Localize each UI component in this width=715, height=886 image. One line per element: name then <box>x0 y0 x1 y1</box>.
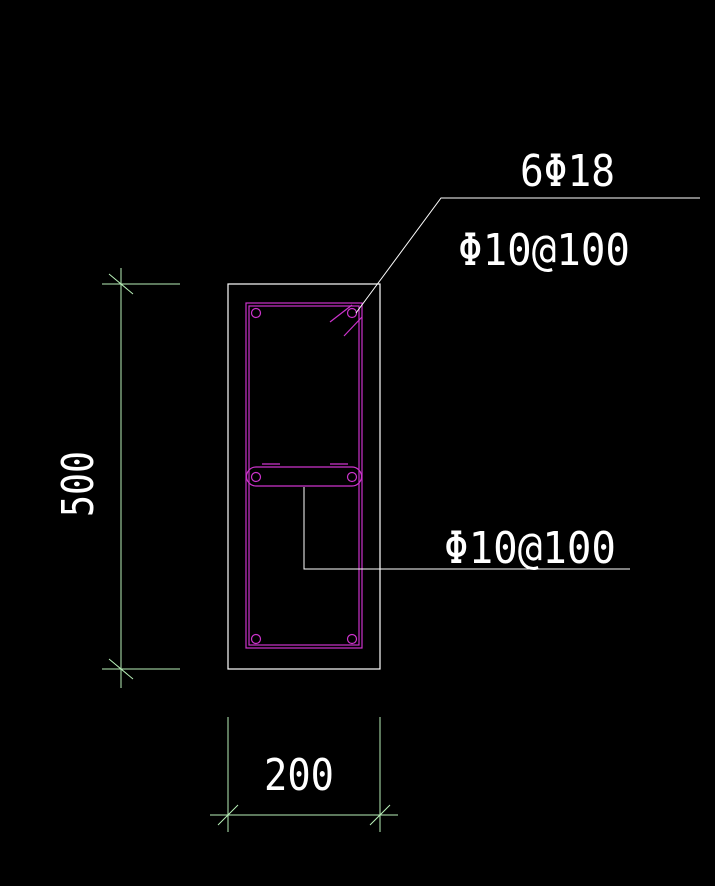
height-dimension <box>102 268 180 688</box>
height-dimension-label: 500 <box>53 451 104 517</box>
tie-bar <box>245 463 363 487</box>
rebar-dot <box>346 471 358 483</box>
rebar-dot <box>250 633 262 645</box>
leader-main-bars <box>355 197 700 314</box>
rebar-dot <box>346 307 358 319</box>
leader-tie <box>303 487 630 570</box>
outer-stirrup <box>245 302 363 649</box>
width-dimension <box>210 717 398 832</box>
rebar-dot <box>250 307 262 319</box>
main-bars-label: 6Φ18 <box>520 146 615 197</box>
concrete-outline <box>227 283 381 670</box>
rebar-dot <box>346 633 358 645</box>
width-dimension-label: 200 <box>264 750 334 801</box>
rebar-dot <box>250 471 262 483</box>
stirrup-tie-label: Φ10@100 <box>444 523 616 574</box>
main-bars <box>250 307 358 645</box>
leader-lines <box>303 197 700 570</box>
stirrup-outer-label: Φ10@100 <box>458 225 630 276</box>
